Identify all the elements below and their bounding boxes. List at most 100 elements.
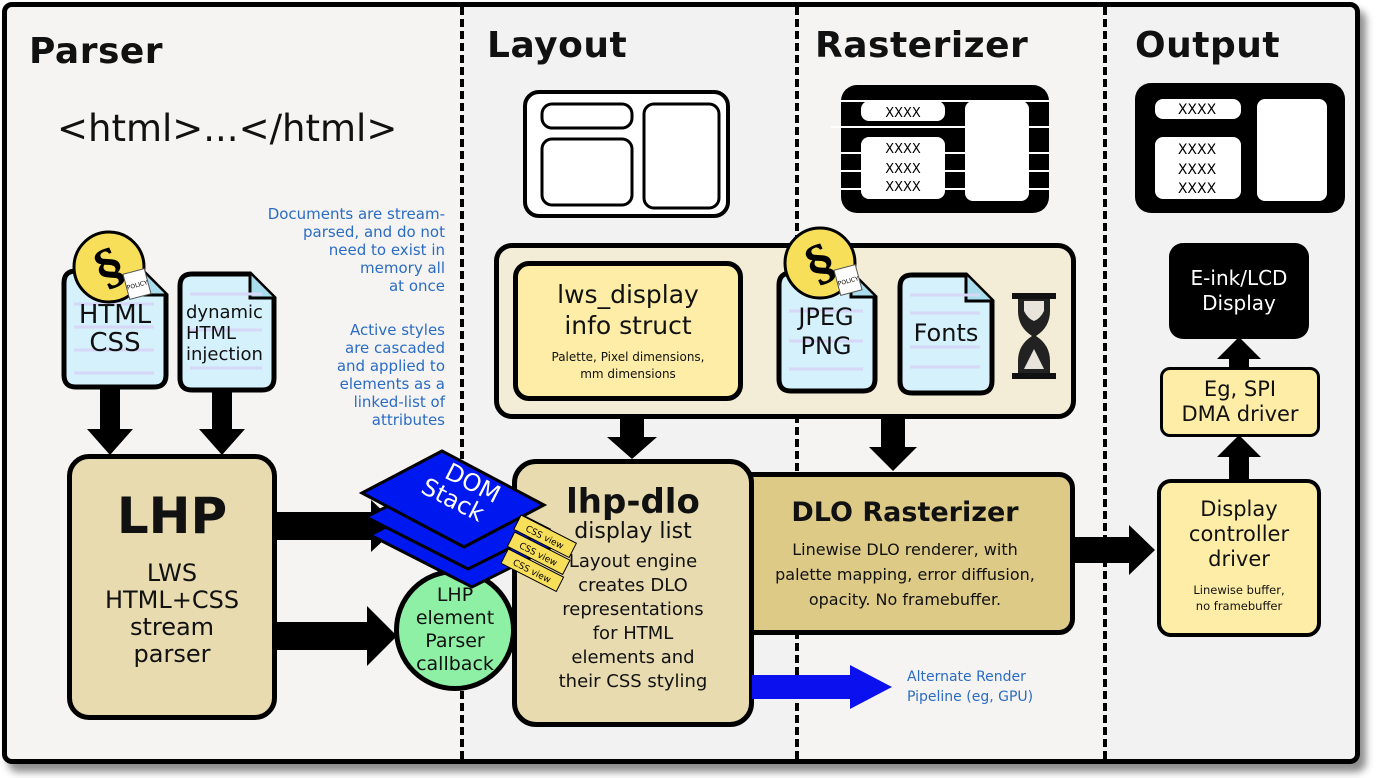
arrow-right-icon <box>1071 525 1155 575</box>
column-divider <box>460 7 464 759</box>
note-line: Documents are stream- <box>267 205 445 223</box>
doc-text: JPEG <box>798 303 854 331</box>
html-tag-label: <html>...</html> <box>57 107 398 150</box>
column-divider <box>1103 7 1107 759</box>
note-line: at once <box>388 277 445 295</box>
alternate-render-arrow <box>752 665 892 709</box>
controller-label: Display <box>1200 497 1278 521</box>
display-info-sub: Palette, Pixel dimensions, <box>551 350 705 364</box>
icon-text: XXXX <box>1178 102 1217 118</box>
display-info-title: info struct <box>564 311 692 340</box>
section-title-layout: Layout <box>487 25 628 66</box>
jpeg-png-document: JPEG PNG <box>776 270 878 394</box>
lhp-line: LWS <box>146 559 198 587</box>
arrows-into-lhp <box>87 389 245 455</box>
policy-badge: § POLICY <box>71 229 152 309</box>
callback-line: LHP <box>436 584 474 606</box>
lhp-dlo-line: their CSS styling <box>558 671 708 692</box>
lhp-title: LHP <box>116 487 228 545</box>
arrow-down-icon <box>607 415 657 459</box>
lhp-dlo-line: for HTML <box>592 623 674 644</box>
arrow-up-icon <box>1217 435 1261 483</box>
dlo-rasterizer-box: DLO Rasterizer Linewise DLO renderer, wi… <box>735 472 1075 635</box>
html-css-document: HTML CSS <box>61 268 169 390</box>
display-label: E-ink/LCD <box>1190 266 1288 290</box>
note-line: Active styles <box>350 321 445 339</box>
section-title-output: Output <box>1135 25 1281 66</box>
hourglass-icon <box>1012 293 1056 379</box>
lhp-dlo-line: creates DLO <box>578 575 688 596</box>
display-info-sub: mm dimensions <box>580 367 676 381</box>
section-title-parser: Parser <box>29 31 164 72</box>
callback-line: callback <box>416 653 494 675</box>
lhp-dlo-subtitle: display list <box>574 519 692 544</box>
icon-text: XXXX <box>885 162 921 177</box>
display-label: Display <box>1202 291 1276 315</box>
dlo-rasterizer-title: DLO Rasterizer <box>791 497 1019 528</box>
lhp-dlo-box: lhp-dlo display list Layout engine creat… <box>512 459 754 727</box>
doc-text: HTML <box>186 323 237 344</box>
callback-line: Parser <box>425 630 485 652</box>
lhp-line: stream <box>129 613 215 641</box>
document-icon <box>177 271 277 393</box>
note-line: linked-list of <box>353 393 445 411</box>
icon-text: XXXX <box>885 142 921 157</box>
layout-icon <box>523 90 730 218</box>
display-info-struct: lws_display info struct Palette, Pixel d… <box>513 261 743 401</box>
output-display-icon: XXXX XXXX XXXX XXXX <box>1135 83 1345 213</box>
controller-sub: no framebuffer <box>1195 599 1283 613</box>
document-icon <box>61 268 169 390</box>
stream-parse-note: Documents are stream- parsed, and do not… <box>229 205 445 295</box>
icon-text: XXXX <box>885 180 921 195</box>
dom-stack: CSS view CSS view CSS view DOM Stack <box>358 447 582 597</box>
lhp-line: HTML+CSS <box>104 586 240 614</box>
note-line: and applied to <box>336 357 445 375</box>
display-controller-driver: Display controller driver Linewise buffe… <box>1157 479 1321 637</box>
lhp-dlo-line: elements and <box>571 647 695 668</box>
icon-text: XXXX <box>1178 181 1217 197</box>
diagram-frame: Parser Layout Rasterizer Output <html>..… <box>2 2 1360 764</box>
note-line: need to exist in <box>328 241 445 259</box>
spi-label: Eg, SPI <box>1203 377 1277 401</box>
dlo-rasterizer-line: Linewise DLO renderer, with <box>792 540 1018 559</box>
note-line: are cascaded <box>345 339 445 357</box>
lhp-dlo-title: lhp-dlo <box>566 482 700 522</box>
callback-line: element <box>415 607 495 629</box>
note-line: elements as a <box>339 375 445 393</box>
icon-text: XXXX <box>1178 142 1217 158</box>
spi-label: DMA driver <box>1181 402 1299 426</box>
doc-text: CSS <box>89 328 141 358</box>
section-sign-icon: § POLICY <box>72 230 152 304</box>
controller-sub: Linewise buffer, <box>1193 583 1285 597</box>
doc-text: dynamic <box>186 302 263 323</box>
dom-stack-layers: CSS view CSS view CSS view DOM Stack <box>358 449 578 593</box>
lhp-dlo-line: representations <box>562 599 704 620</box>
note-line: Alternate Render <box>907 669 1026 685</box>
doc-text: injection <box>186 344 263 365</box>
dynamic-html-document: dynamic HTML injection <box>177 271 277 393</box>
alternate-render-note: Alternate Render Pipeline (eg, GPU) <box>907 667 1033 707</box>
doc-text: HTML <box>78 300 152 330</box>
lhp-dlo-line: Layout engine <box>568 551 698 572</box>
note-line: parsed, and do not <box>302 223 445 241</box>
arrow-right-icon <box>275 606 397 666</box>
document-icon <box>897 272 995 396</box>
dlo-rasterizer-line: opacity. No framebuffer. <box>808 590 1002 609</box>
arrow-down-icon <box>199 389 245 455</box>
fonts-document: Fonts <box>897 272 995 396</box>
dlo-rasterizer-line: palette mapping, error diffusion, <box>775 565 1035 584</box>
eink-lcd-display: E-ink/LCD Display <box>1169 243 1309 339</box>
note-line: Pipeline (eg, GPU) <box>907 689 1034 705</box>
icon-text: XXXX <box>1178 162 1217 178</box>
policy-badge: § POLICY <box>782 225 863 305</box>
arrow-down-icon <box>87 389 133 455</box>
icon-text: XXXX <box>885 106 921 121</box>
doc-text: Fonts <box>913 319 979 347</box>
note-line: attributes <box>371 411 445 429</box>
lhp-box: LHP LWS HTML+CSS stream parser <box>67 454 277 720</box>
arrow-down-icon <box>869 415 917 471</box>
section-sign-icon: § POLICY <box>783 226 863 300</box>
controller-label: controller <box>1188 522 1290 546</box>
active-styles-note: Active styles are cascaded and applied t… <box>229 321 445 429</box>
display-info-title: lws_display <box>557 280 699 309</box>
